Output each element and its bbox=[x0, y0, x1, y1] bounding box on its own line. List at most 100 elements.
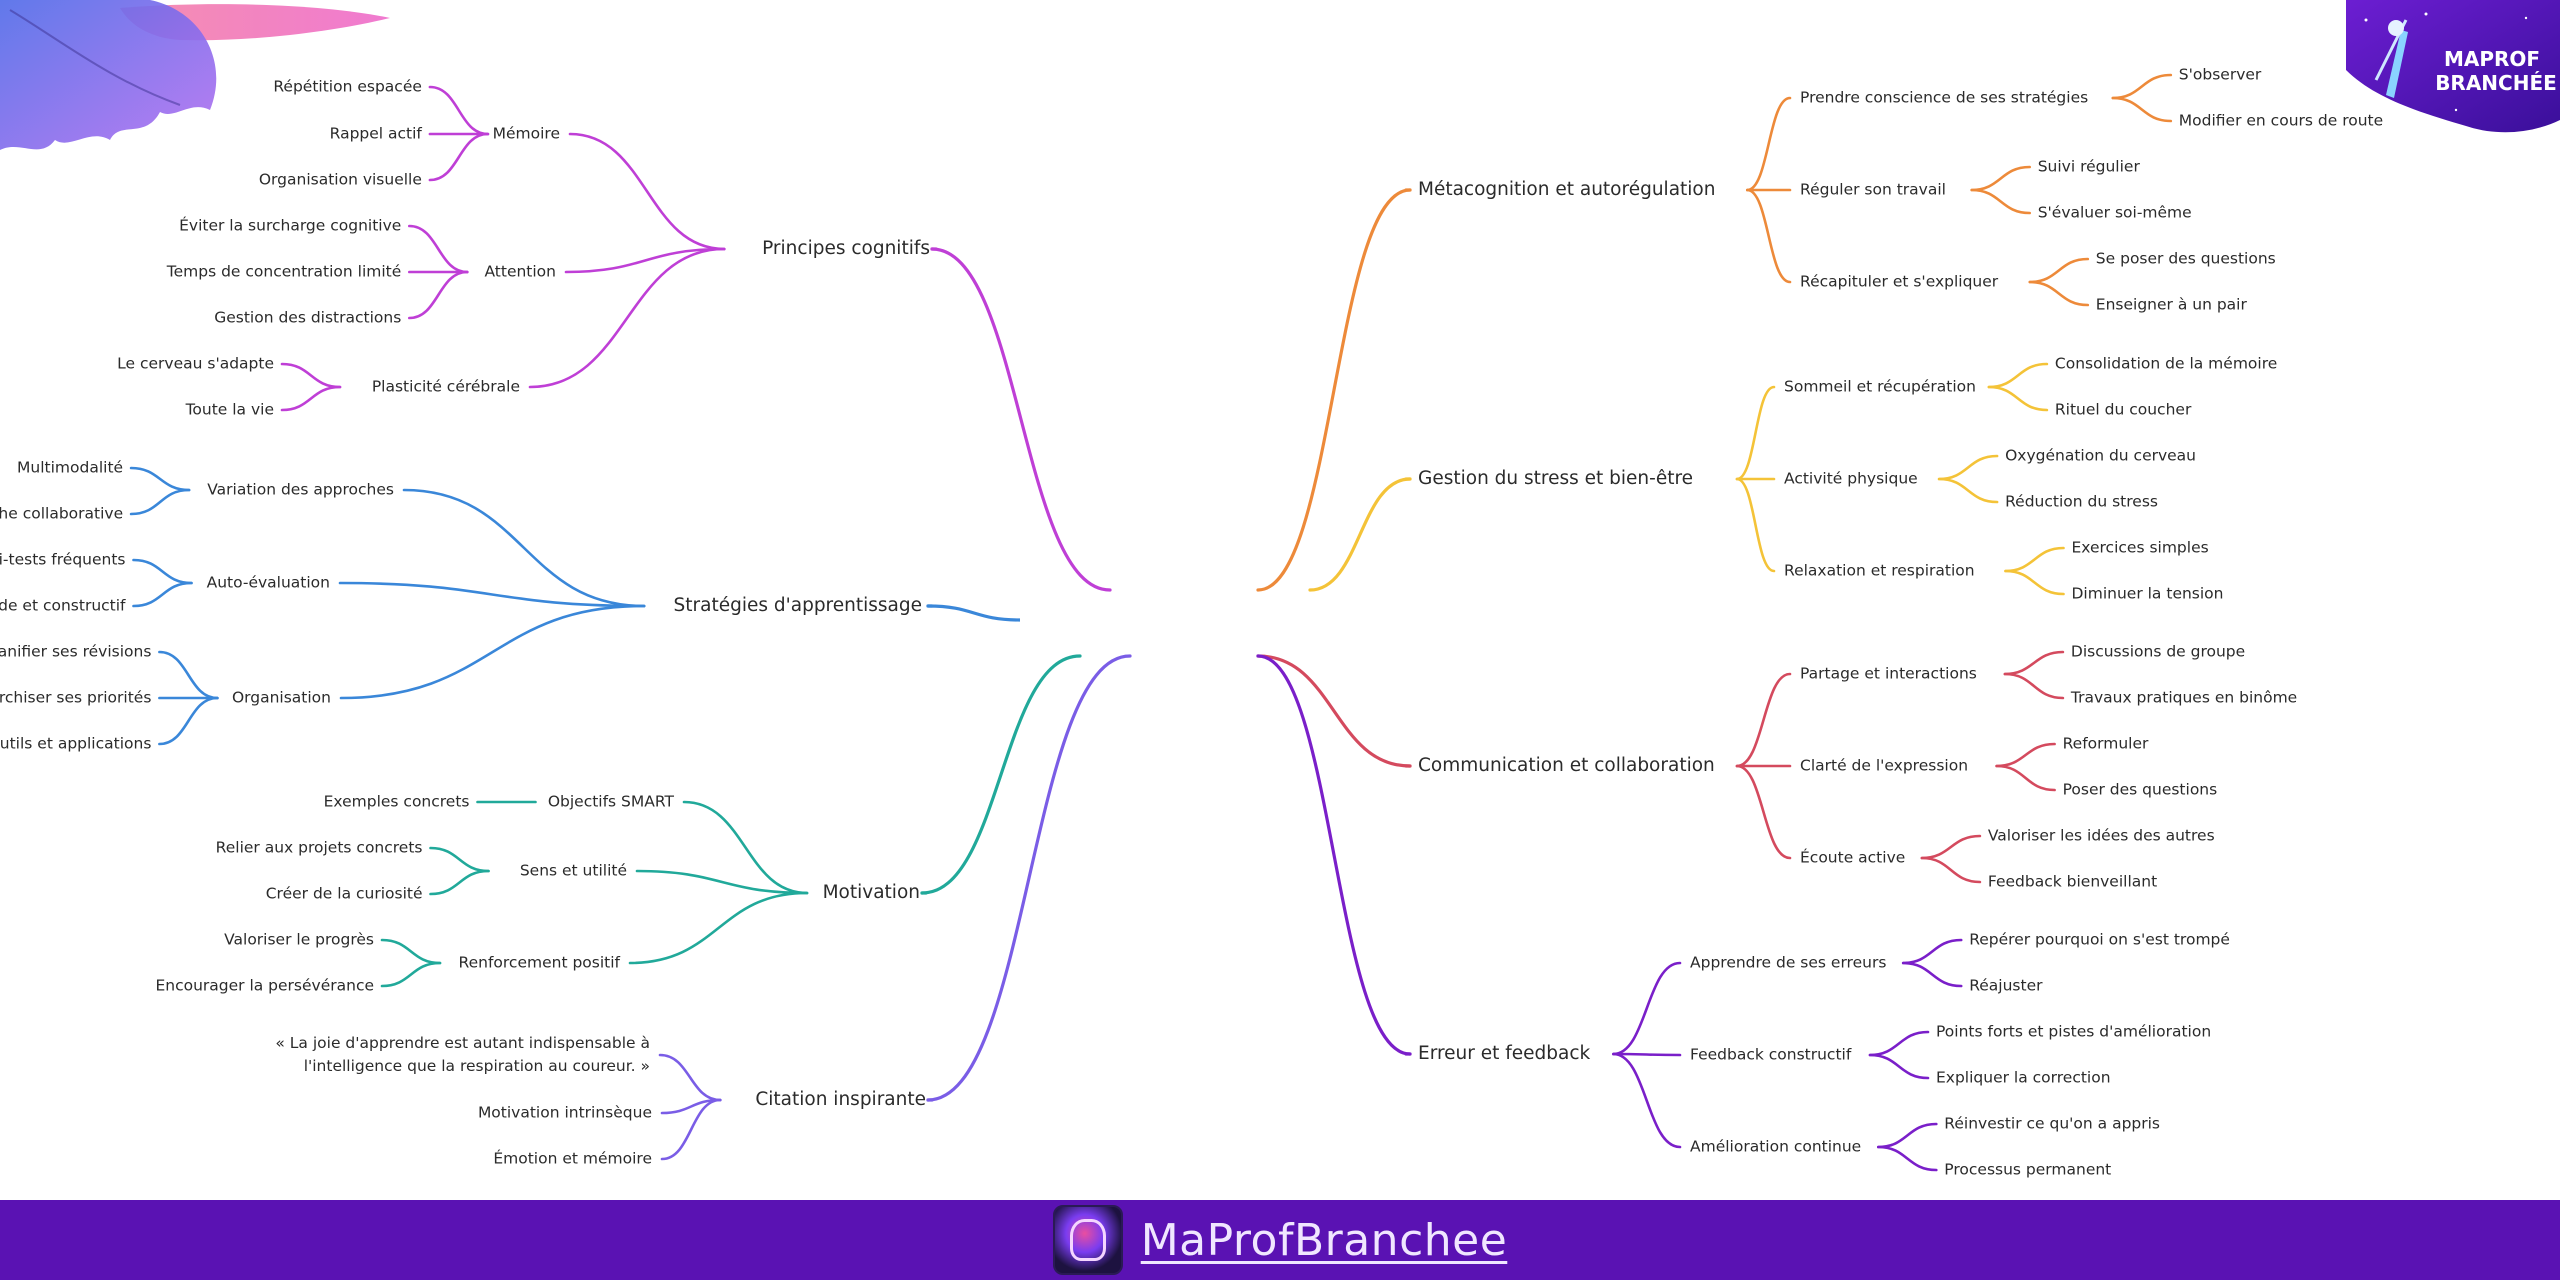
leaf-node[interactable]: Réduction du stress bbox=[2005, 493, 2158, 511]
leaf-node[interactable]: Approche collaborative bbox=[0, 505, 123, 523]
leaf-link bbox=[1970, 165, 2031, 192]
branch-node[interactable]: Citation inspirante bbox=[755, 1089, 926, 1110]
branch-node[interactable]: Principes cognitifs bbox=[762, 238, 930, 259]
subbranch-node[interactable]: Relaxation et respiration bbox=[1784, 562, 1975, 580]
subbranch-node[interactable]: Prendre conscience de ses stratégies bbox=[1800, 89, 2088, 107]
leaf-node[interactable]: Multimodalité bbox=[17, 459, 123, 477]
leaf-node[interactable]: Réinvestir ce qu'on a appris bbox=[1944, 1115, 2160, 1133]
leaf-link bbox=[428, 132, 490, 182]
leaf-link bbox=[1868, 1030, 1930, 1057]
leaf-node[interactable]: Gestion des distractions bbox=[214, 309, 401, 327]
leaf-node[interactable]: Feedback bienveillant bbox=[1988, 873, 2157, 891]
brain-icon bbox=[1052, 1205, 1123, 1275]
subbranch-node[interactable]: Sens et utilité bbox=[520, 862, 627, 880]
leaf-node[interactable]: Encourager la persévérance bbox=[155, 977, 374, 995]
branch-node[interactable]: Motivation bbox=[823, 882, 920, 903]
subbranch-node[interactable]: Amélioration continue bbox=[1690, 1138, 1861, 1156]
leaf-node[interactable]: Feed-back rapide et constructif bbox=[0, 597, 126, 615]
subbranch-link bbox=[658, 1053, 722, 1102]
leaf-node[interactable]: Rituel du coucher bbox=[2055, 401, 2192, 419]
leaf-node[interactable]: Hiérarchiser ses priorités bbox=[0, 689, 151, 707]
leaf-node[interactable]: Organisation visuelle bbox=[259, 171, 422, 189]
branch-node[interactable]: Communication et collaboration bbox=[1418, 755, 1715, 776]
leaf-node[interactable]: Exemples concrets bbox=[324, 793, 470, 811]
subbranch-node[interactable]: Auto-évaluation bbox=[207, 574, 330, 592]
leaf-node[interactable]: Planifier ses révisions bbox=[0, 643, 151, 661]
subbranch-node[interactable]: Organisation bbox=[232, 689, 331, 707]
subbranch-node[interactable]: Activité physique bbox=[1784, 470, 1918, 488]
subbranch-link bbox=[338, 581, 646, 608]
branch-link bbox=[926, 654, 1132, 1102]
subbranch-node[interactable]: Mémoire bbox=[493, 125, 560, 143]
leaf-node[interactable]: Outils et applications bbox=[0, 735, 151, 753]
subbranch-node[interactable]: Attention bbox=[484, 263, 556, 281]
leaf-node[interactable]: Discussions de groupe bbox=[2071, 643, 2245, 661]
leaf-link bbox=[408, 270, 469, 320]
leaf-node[interactable]: Relier aux projets concrets bbox=[216, 839, 423, 857]
leaf-node[interactable]: Expliquer la correction bbox=[1936, 1069, 2111, 1087]
leaf-node[interactable]: Travaux pratiques en binôme bbox=[2070, 689, 2297, 707]
leaf-node[interactable]: Répétition espacée bbox=[273, 78, 422, 96]
subbranch-link bbox=[682, 800, 809, 895]
leaf-link bbox=[132, 558, 193, 585]
leaf-node[interactable]: Temps de concentration limité bbox=[166, 263, 402, 281]
subbranch-node[interactable]: Partage et interactions bbox=[1800, 665, 1977, 683]
leaf-node[interactable]: Oxygénation du cerveau bbox=[2005, 447, 2196, 465]
subbranch-node[interactable]: Feedback constructif bbox=[1690, 1046, 1852, 1064]
subbranch-node[interactable]: Apprendre de ses erreurs bbox=[1690, 954, 1886, 972]
leaf-node[interactable]: Diminuer la tension bbox=[2072, 585, 2224, 603]
leaf-node[interactable]: Reformuler bbox=[2063, 735, 2149, 753]
subbranch-node[interactable]: Récapituler et s'expliquer bbox=[1800, 273, 1999, 291]
leaf-node[interactable]: Modifier en cours de route bbox=[2179, 112, 2383, 130]
leaf-node[interactable]: Exercices simples bbox=[2072, 539, 2209, 557]
subbranch-link bbox=[628, 891, 809, 965]
branch-node[interactable]: Stratégies d'apprentissage bbox=[674, 595, 922, 616]
leaf-node[interactable]: S'observer bbox=[2179, 66, 2262, 84]
leaf-link bbox=[1987, 362, 2049, 389]
leaf-link bbox=[2028, 257, 2090, 284]
branch-link bbox=[1256, 654, 1412, 1056]
branch-node[interactable]: Gestion du stress et bien-être bbox=[1418, 468, 1693, 489]
subbranch-node[interactable]: Plasticité cérébrale bbox=[372, 378, 520, 396]
subbranch-node[interactable]: Motivation intrinsèque bbox=[478, 1104, 652, 1122]
leaf-link bbox=[429, 846, 490, 873]
leaf-node[interactable]: Enseigner à un pair bbox=[2096, 296, 2248, 314]
branch-node[interactable]: Métacognition et autorégulation bbox=[1418, 179, 1715, 200]
leaf-node[interactable]: Repérer pourquoi on s'est trompé bbox=[1969, 931, 2230, 949]
footer-brand-link[interactable]: MaProfBranchee bbox=[1140, 1214, 1508, 1266]
leaf-link bbox=[1868, 1053, 1930, 1080]
leaf-node[interactable]: S'évaluer soi-même bbox=[2038, 204, 2192, 222]
branch-node[interactable]: Erreur et feedback bbox=[1418, 1043, 1591, 1064]
subbranch-node[interactable]: Variation des approches bbox=[207, 481, 394, 499]
leaf-link bbox=[132, 581, 193, 608]
subbranch-node[interactable]: Sommeil et récupération bbox=[1784, 378, 1976, 396]
leaf-link bbox=[2004, 569, 2065, 596]
subbranch-node[interactable]: l'intelligence que la respiration au cou… bbox=[304, 1057, 650, 1075]
subbranch-node[interactable]: Objectifs SMART bbox=[548, 793, 675, 811]
leaf-node[interactable]: Le cerveau s'adapte bbox=[117, 355, 274, 373]
leaf-node[interactable]: Réajuster bbox=[1969, 977, 2043, 995]
leaf-node[interactable]: Toute la vie bbox=[185, 401, 274, 419]
leaf-link bbox=[158, 650, 219, 700]
leaf-node[interactable]: Processus permanent bbox=[1944, 1161, 2111, 1179]
subbranch-node[interactable]: Renforcement positif bbox=[459, 954, 621, 972]
subbranch-node[interactable]: « La joie d'apprendre est autant indispe… bbox=[275, 1034, 650, 1052]
leaf-node[interactable]: Suivi régulier bbox=[2038, 158, 2141, 176]
subbranch-link bbox=[528, 247, 726, 389]
leaf-node[interactable]: Se poser des questions bbox=[2096, 250, 2276, 268]
subbranch-link bbox=[1612, 1052, 1682, 1149]
leaf-node[interactable]: Valoriser les idées des autres bbox=[1988, 827, 2215, 845]
subbranch-node[interactable]: Émotion et mémoire bbox=[493, 1149, 652, 1168]
leaf-node[interactable]: Valoriser le progrès bbox=[224, 931, 374, 949]
leaf-node[interactable]: Éviter la surcharge cognitive bbox=[179, 216, 401, 235]
leaf-node[interactable]: Poser des questions bbox=[2063, 781, 2218, 799]
leaf-node[interactable]: Créer de la curiosité bbox=[266, 885, 423, 903]
subbranch-node[interactable]: Réguler son travail bbox=[1800, 181, 1946, 199]
leaf-node[interactable]: Mini-tests fréquents bbox=[0, 551, 126, 569]
leaf-link bbox=[1937, 454, 1999, 481]
leaf-node[interactable]: Points forts et pistes d'amélioration bbox=[1936, 1023, 2211, 1041]
leaf-node[interactable]: Consolidation de la mémoire bbox=[2055, 355, 2277, 373]
leaf-node[interactable]: Rappel actif bbox=[330, 125, 423, 143]
subbranch-node[interactable]: Écoute active bbox=[1800, 848, 1905, 867]
subbranch-node[interactable]: Clarté de l'expression bbox=[1800, 757, 1968, 775]
